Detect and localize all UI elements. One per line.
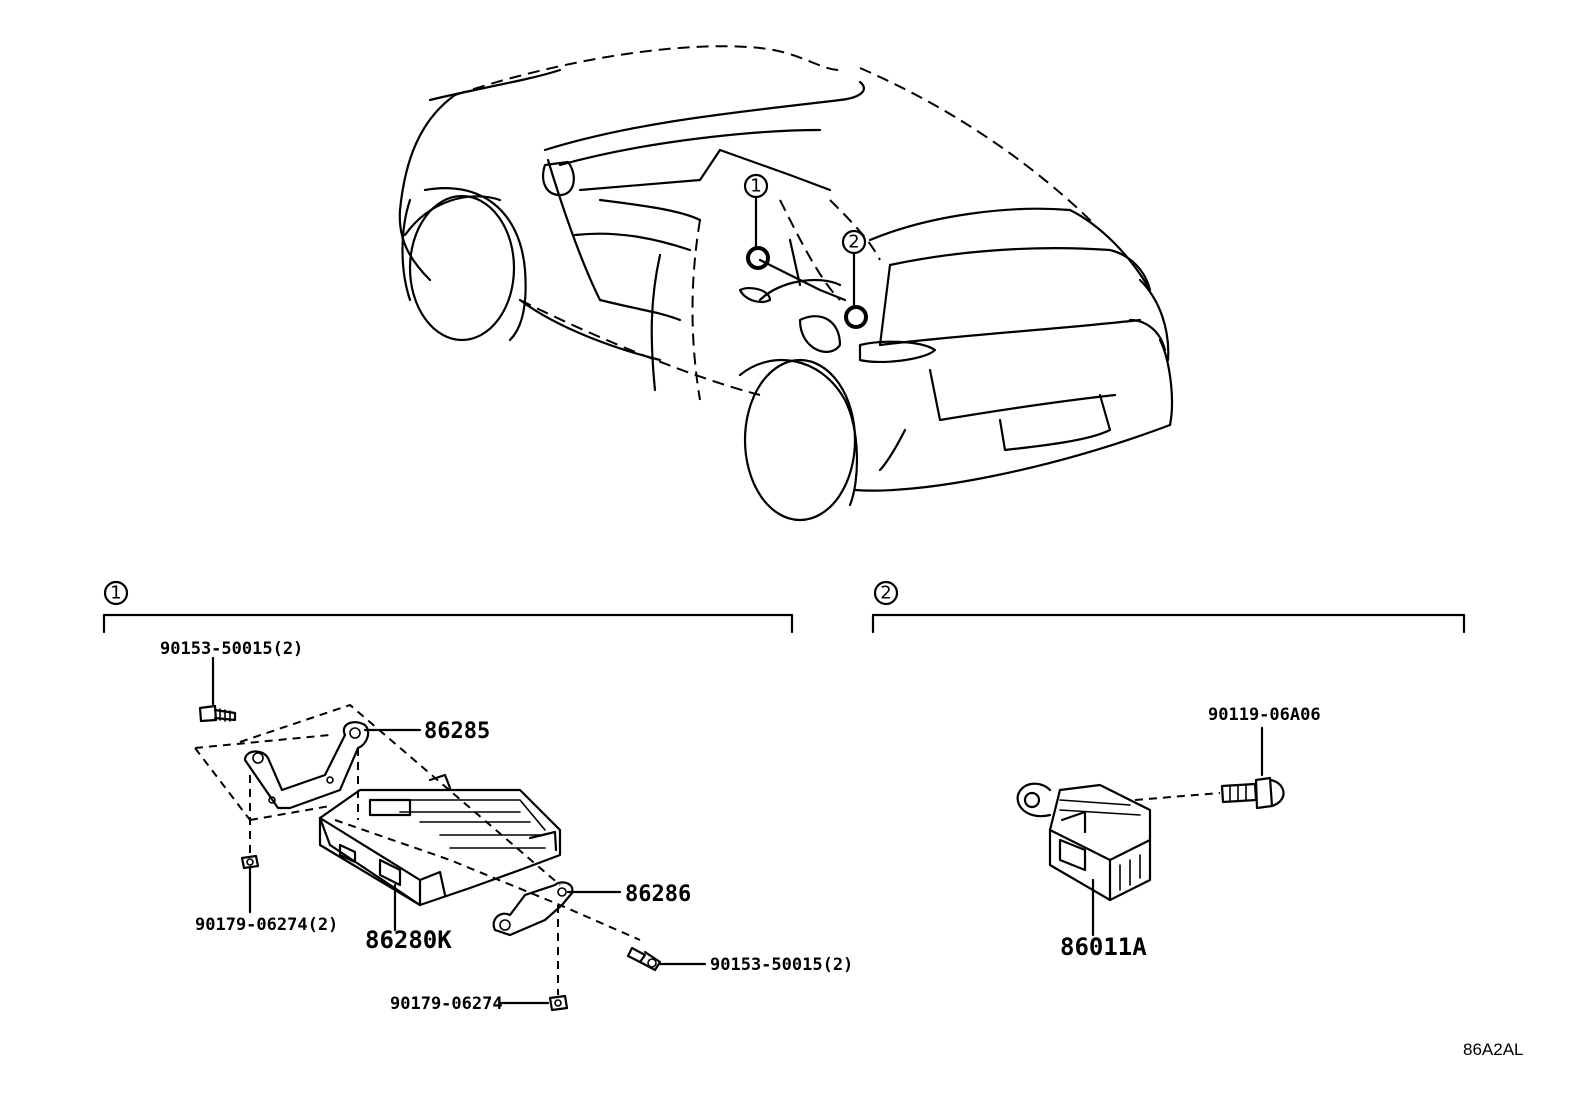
antenna-module [1016,782,1152,902]
label-bolt-lower: 90153-50015(2) [710,955,853,975]
bolt-lower [626,946,662,972]
car-callout-2: 2 [848,232,859,253]
section-2-bracket [871,613,1466,634]
section-1: 1 90153-50015(2) 86285 [102,580,853,1014]
nut-left [240,854,260,870]
diagram-code: 86A2AL [1463,1040,1524,1059]
section-2: 2 90119-06A06 86011A [871,580,1466,961]
vehicle-illustration: 1 2 [398,45,1174,522]
bracket-lower [492,881,574,937]
label-bolt-right: 90119-06A06 [1208,705,1321,725]
label-module: 86280K [365,926,452,954]
bracket-upper [243,721,370,810]
label-nut-lower: 90179-06274 [390,994,503,1014]
section-1-badge [103,580,129,606]
label-nut-left: 90179-06274(2) [195,915,338,935]
nut-lower [548,994,569,1012]
location-marker-2 [844,305,868,329]
section-1-bracket [102,613,794,634]
car-callout-1: 1 [750,176,761,197]
label-bracket-lower: 86286 [625,882,691,907]
bolt-right [1220,776,1285,810]
control-module [318,773,562,907]
section-2-badge [873,580,899,606]
section-1-callout: 1 [110,583,121,604]
label-bracket-upper: 86285 [424,719,490,744]
location-marker-1 [746,246,770,270]
bolt-upper [198,704,237,723]
section-2-callout: 2 [880,583,891,604]
label-antenna: 86011A [1060,933,1147,961]
label-bolt-upper: 90153-50015(2) [160,639,303,659]
